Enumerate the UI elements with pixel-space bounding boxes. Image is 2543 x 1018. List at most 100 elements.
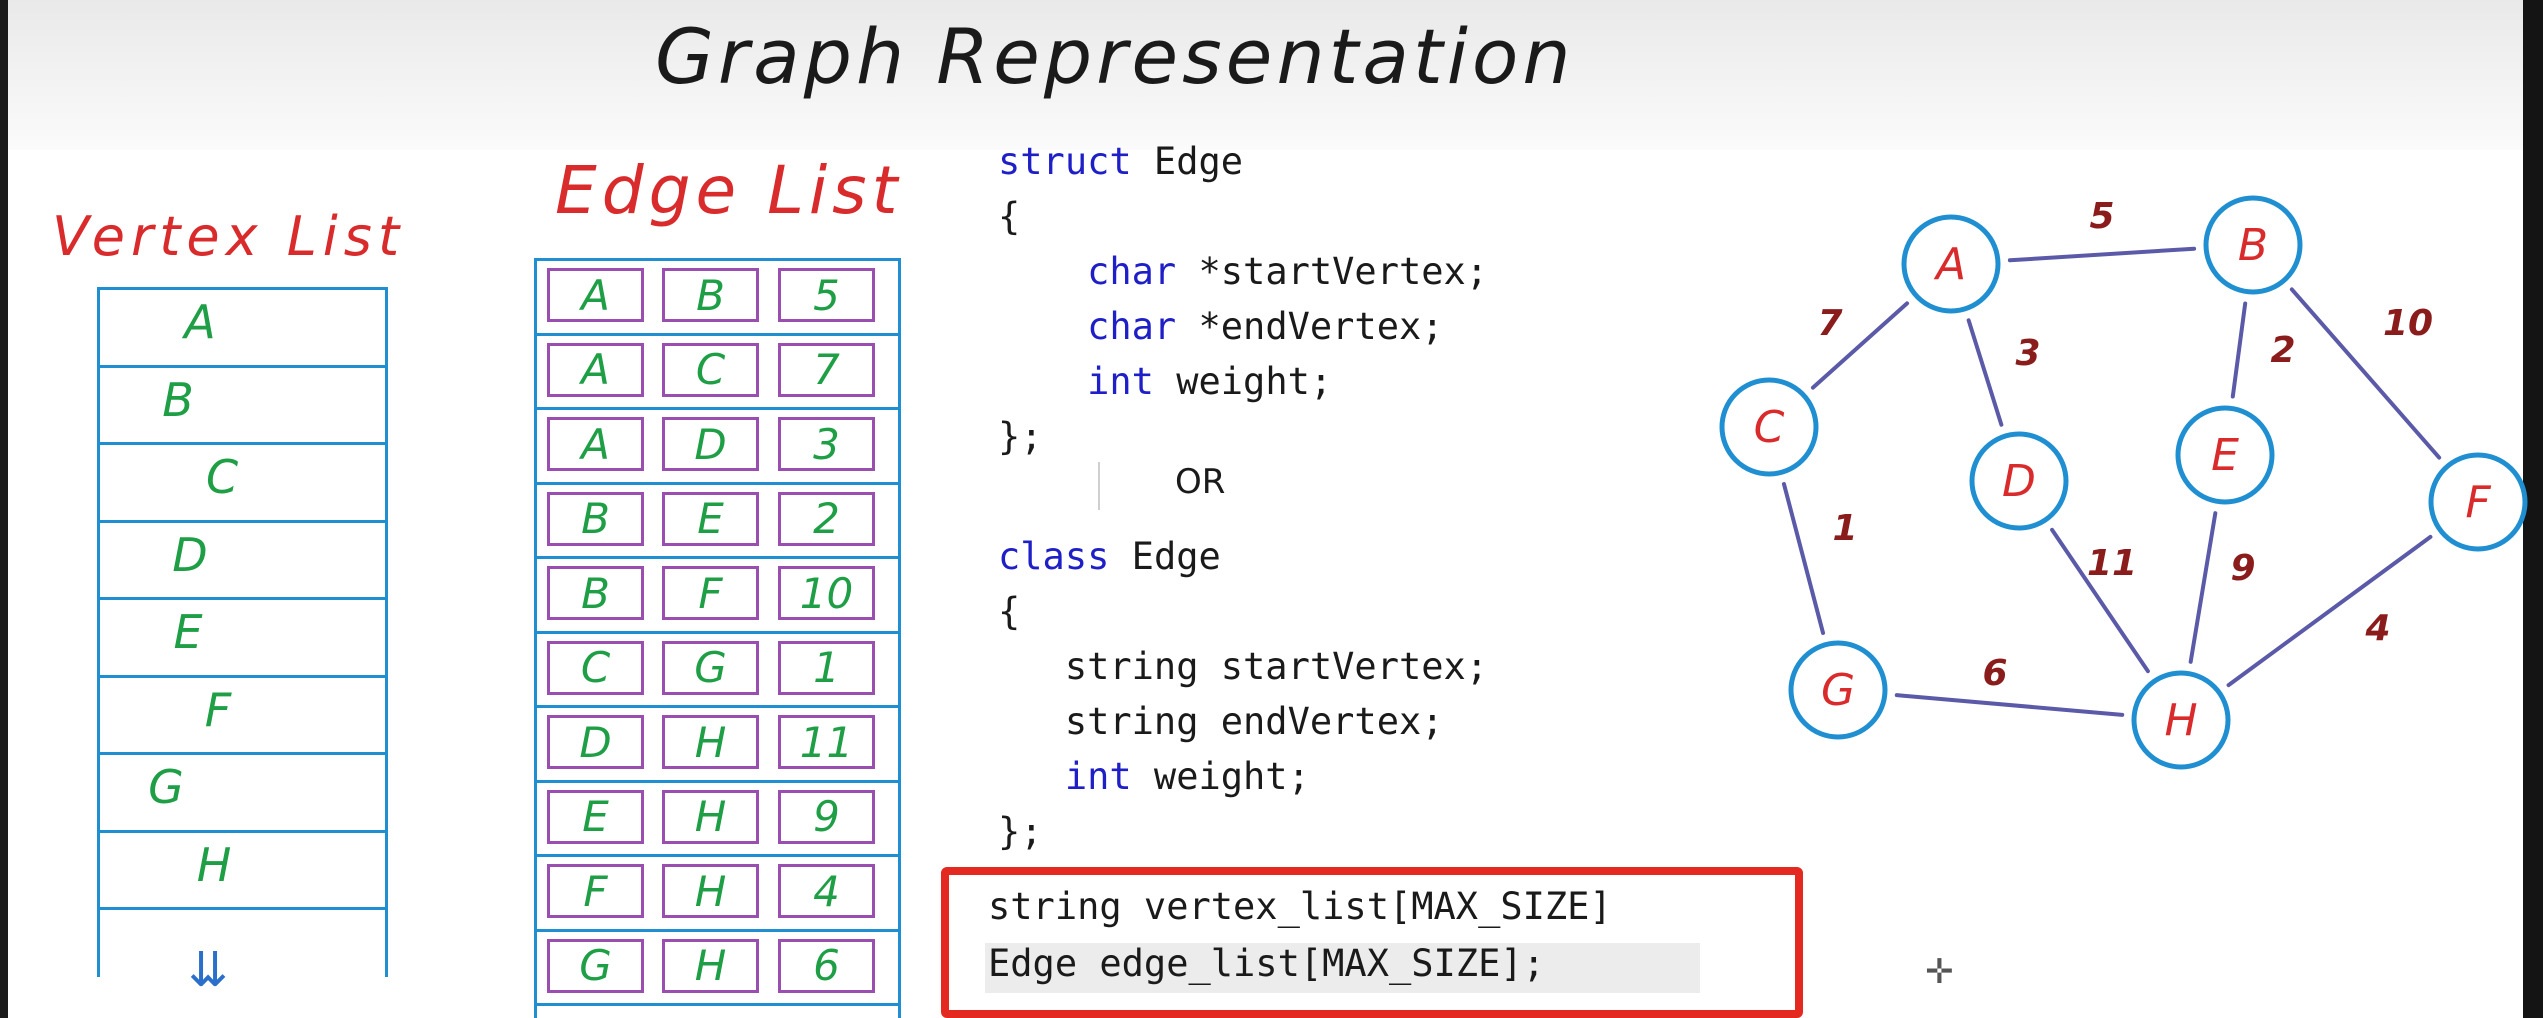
graph-edge-weight: 1 xyxy=(1832,508,1857,549)
edge-start-cell: B xyxy=(547,491,644,546)
graph-node-f xyxy=(2428,452,2528,552)
graph-edge-a-b xyxy=(2007,246,2197,263)
code-text: string endVertex; xyxy=(998,700,1444,743)
edge-weight-cell: 7 xyxy=(778,342,875,397)
edge-start-cell: A xyxy=(547,417,644,471)
edge-list-divider xyxy=(534,854,901,857)
highlighted-code-line: string vertex_list[MAX_SIZE] xyxy=(988,885,1612,928)
code-keyword: class xyxy=(998,535,1110,578)
code-line: }; xyxy=(998,810,1043,853)
code-line: char *startVertex; xyxy=(998,250,1488,293)
edge-weight-cell: 4 xyxy=(778,864,875,918)
edge-list-divider xyxy=(534,481,901,485)
highlighted-code-line: Edge edge_list[MAX_SIZE]; xyxy=(988,942,1545,985)
graph-edge-weight: 11 xyxy=(2087,543,2137,584)
right-frame-edge xyxy=(2523,0,2543,1018)
edge-start-cell: D xyxy=(547,715,644,769)
code-line: string startVertex; xyxy=(998,645,1488,688)
graph-edge-g-h xyxy=(1894,693,2125,717)
edge-end-cell: B xyxy=(662,268,759,322)
edge-end-cell: H xyxy=(662,938,759,993)
vertex-list-item: E xyxy=(173,605,203,659)
graph-node-label: H xyxy=(2164,695,2197,746)
vertex-list-item: G xyxy=(148,760,184,814)
vertex-list-divider xyxy=(97,287,388,290)
code-text: weight; xyxy=(1131,755,1310,798)
edge-start-cell: G xyxy=(547,938,644,993)
vertex-list-divider xyxy=(97,442,388,445)
edge-list-divider xyxy=(534,928,901,932)
code-line: { xyxy=(998,195,1020,238)
edge-end-cell: E xyxy=(662,491,759,546)
edge-list-divider xyxy=(534,705,901,708)
crosshair-cursor-icon: ✛ xyxy=(1925,952,1954,992)
graph-edge-b-e xyxy=(2230,301,2248,399)
code-text: }; xyxy=(998,415,1043,458)
graph-node-label: C xyxy=(1754,402,1785,453)
vertex-list-divider xyxy=(97,364,388,368)
edge-list-border-left xyxy=(534,258,537,1018)
code-line: char *endVertex; xyxy=(998,305,1444,348)
code-keyword: char xyxy=(998,250,1177,293)
code-line: struct Edge xyxy=(998,140,1243,183)
highlight-box xyxy=(941,867,1803,1018)
down-arrow-icon: ⇊ xyxy=(188,942,229,998)
header-band xyxy=(0,0,2543,150)
code-keyword: int xyxy=(998,755,1132,798)
vertex-list-item: C xyxy=(205,450,239,504)
code-text: weight; xyxy=(1153,360,1333,403)
graph-edge-weight: 6 xyxy=(1982,653,2007,694)
edge-start-cell: F xyxy=(547,864,644,918)
graph-node-a xyxy=(1901,214,2001,314)
vertex-list-divider xyxy=(97,597,388,600)
code-text: *endVertex; xyxy=(1176,305,1444,348)
graph-edge-weight: 2 xyxy=(2270,330,2295,371)
edge-list-border-right xyxy=(898,258,901,1018)
code-text: Edge xyxy=(1109,535,1221,578)
code-line: string endVertex; xyxy=(998,700,1444,743)
vertex-list-divider xyxy=(97,829,388,833)
graph-node-label: E xyxy=(2211,430,2239,481)
graph-node-label: A xyxy=(1933,239,1966,290)
graph-edge-c-g xyxy=(1781,482,1826,635)
graph-node-label: F xyxy=(2465,477,2491,528)
edge-end-cell: C xyxy=(662,342,759,397)
graph-node-e xyxy=(2175,405,2275,505)
graph-edge-b-f xyxy=(2289,287,2442,460)
edge-weight-cell: 3 xyxy=(778,417,875,471)
graph-edge-weight: 9 xyxy=(2230,548,2255,589)
edge-list-divider xyxy=(534,1003,901,1006)
edge-start-cell: B xyxy=(547,566,644,620)
code-text: string startVertex; xyxy=(998,645,1489,688)
edge-start-cell: A xyxy=(547,268,644,322)
graph-node-h xyxy=(2131,670,2231,770)
vertex-list-border-right xyxy=(385,287,388,977)
graph-node-label: D xyxy=(2002,456,2036,507)
graph-edge-a-d xyxy=(1966,318,2004,427)
edge-list-divider xyxy=(534,630,901,634)
graph-edge-e-h xyxy=(2188,511,2218,664)
edge-weight-cell: 11 xyxy=(778,715,875,769)
graph-edge-a-c xyxy=(1810,301,1910,390)
vertex-list-item: H xyxy=(196,837,232,892)
edge-weight-cell: 10 xyxy=(778,566,875,620)
graph-node-g xyxy=(1788,640,1888,740)
code-line-highlight xyxy=(985,943,1700,993)
vertex-list-item: F xyxy=(204,682,232,737)
code-text: Edge xyxy=(1131,140,1244,183)
code-line: class Edge xyxy=(998,535,1221,578)
vertex-list-title: Vertex List xyxy=(52,205,406,268)
code-text: { xyxy=(998,590,1021,633)
graph-edge-f-h xyxy=(2226,534,2433,688)
code-keyword: char xyxy=(998,305,1177,348)
vertex-list-item: B xyxy=(162,372,194,427)
vertex-list-divider xyxy=(97,519,388,523)
vertex-list-item: A xyxy=(184,295,216,349)
graph-node-d xyxy=(1969,431,2069,531)
edge-start-cell: E xyxy=(547,789,644,844)
code-keyword: struct xyxy=(998,140,1132,183)
vertex-list-divider xyxy=(97,907,388,910)
code-text: }; xyxy=(998,810,1043,853)
code-line: }; xyxy=(998,415,1043,458)
